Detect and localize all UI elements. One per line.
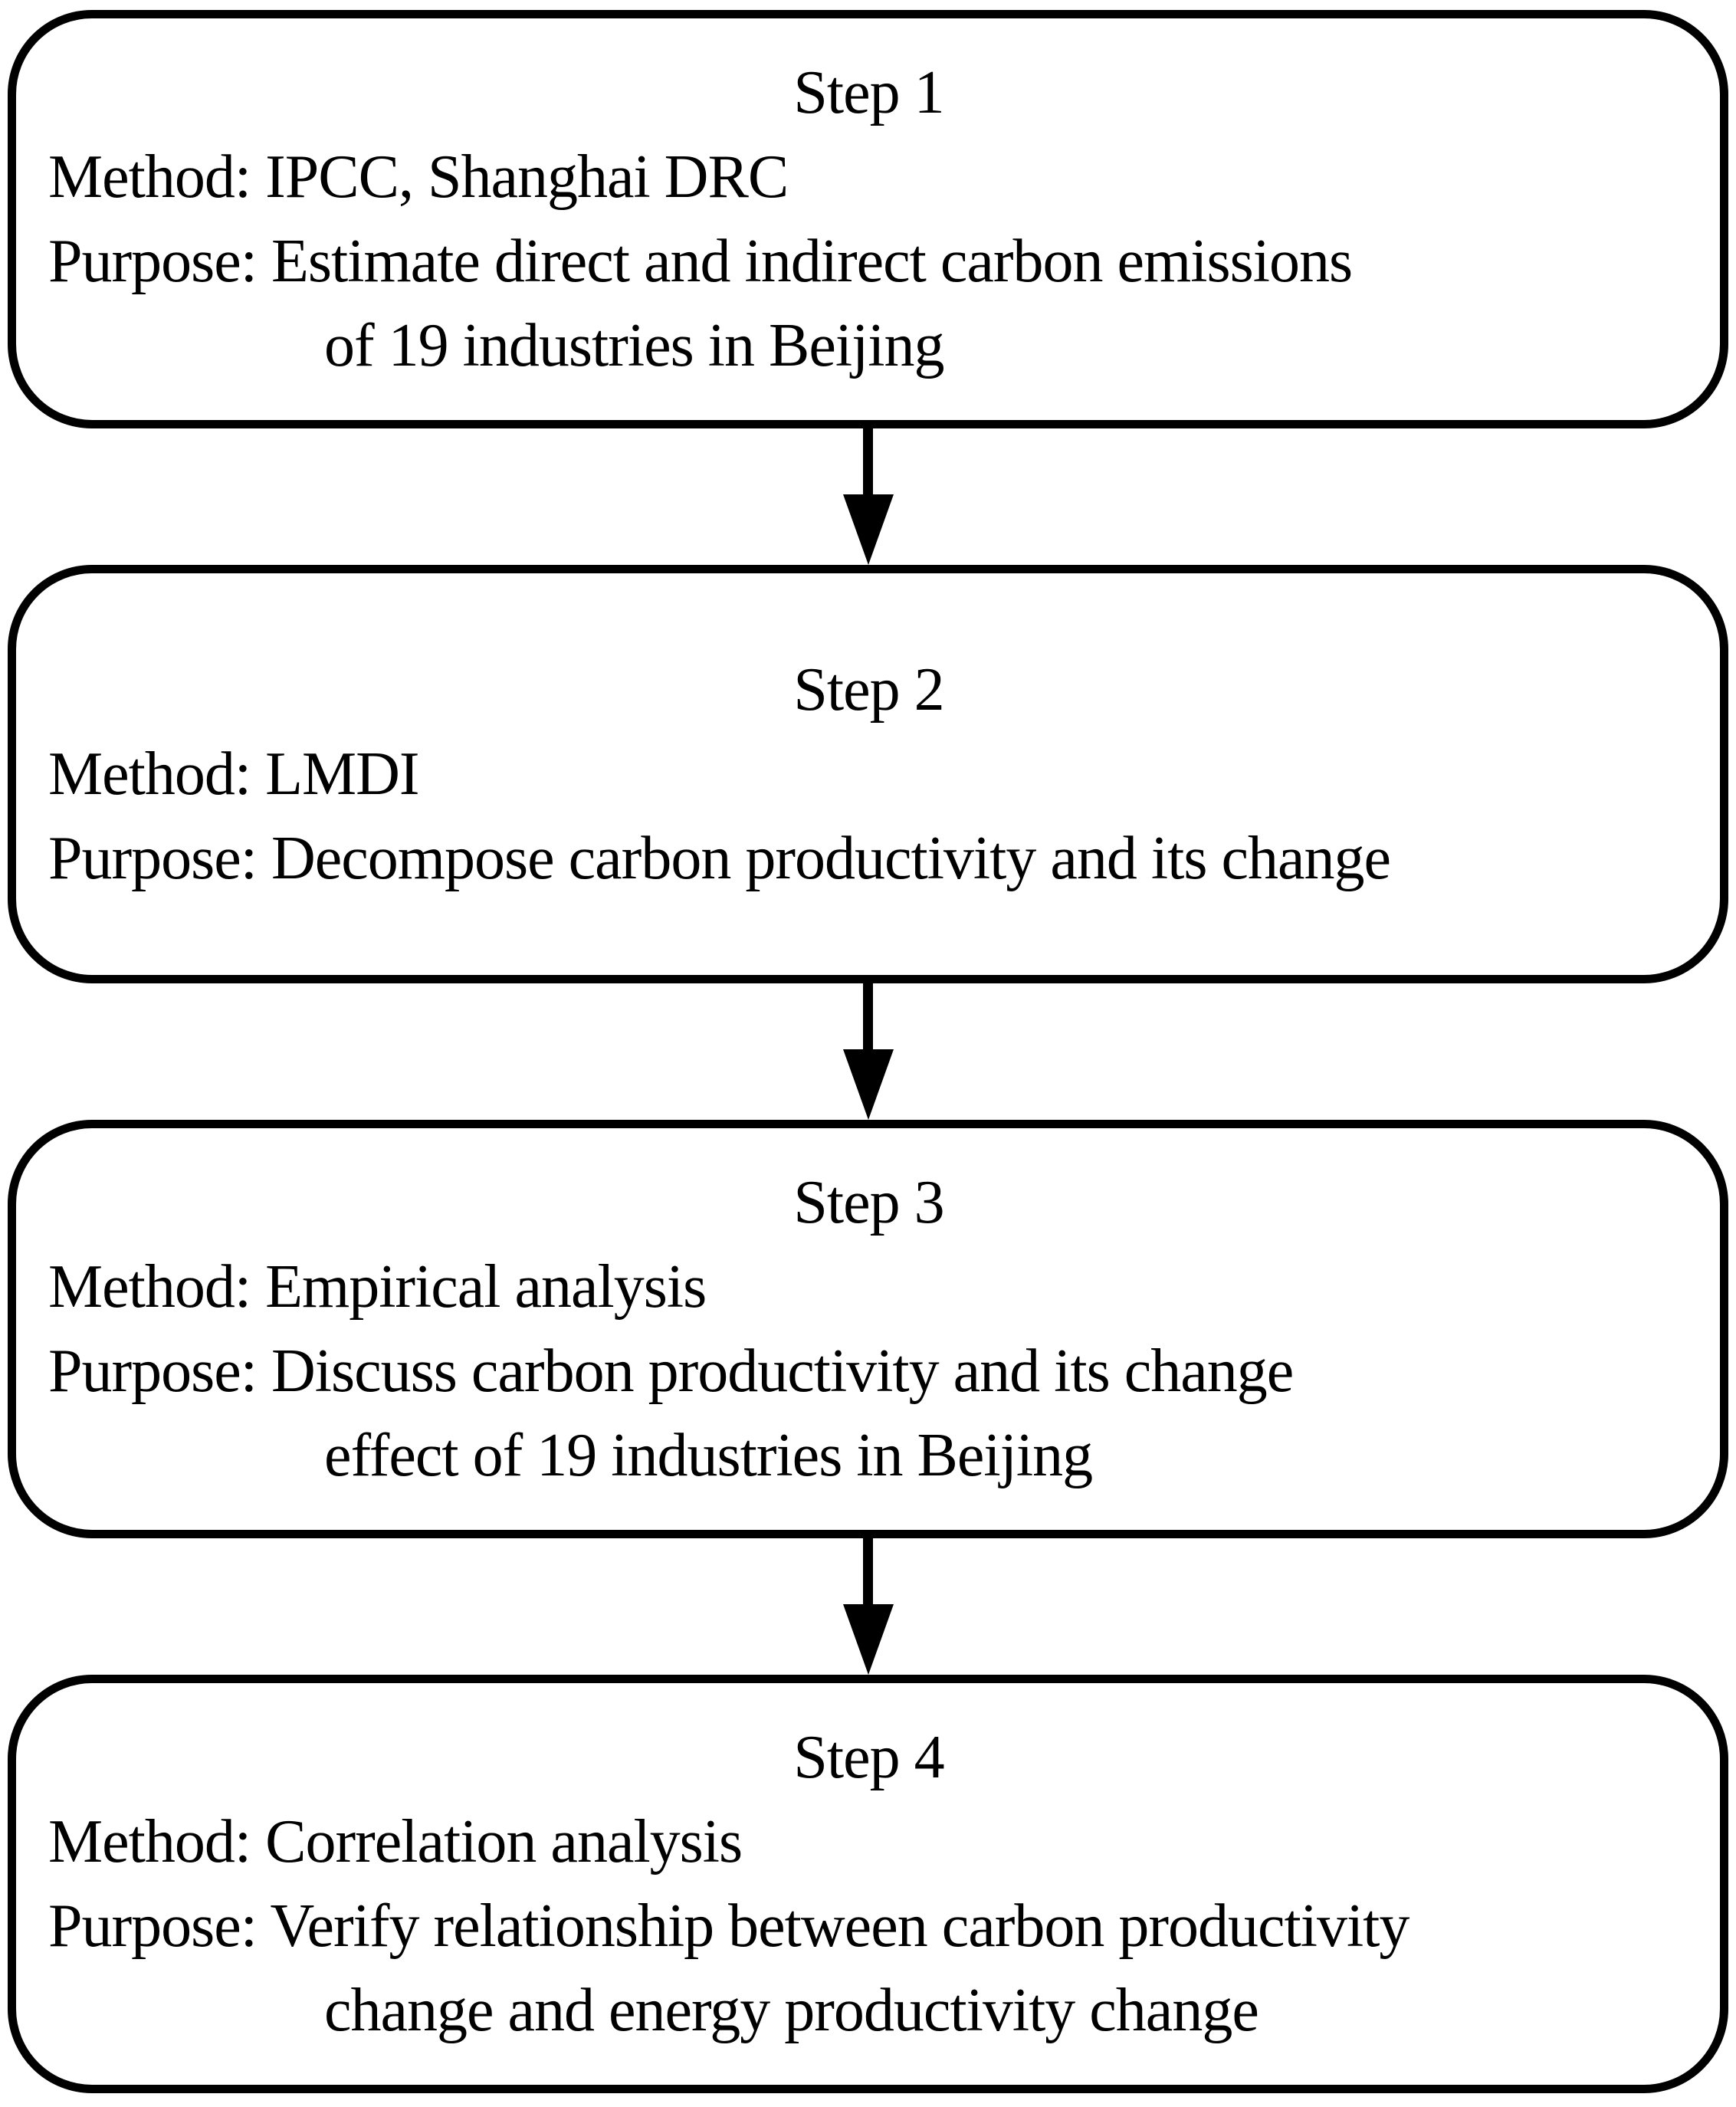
step-1-purpose-continuation: of 19 industries in Beijing: [324, 312, 945, 379]
step-4-purpose-continuation: change and energy productivity change: [324, 1977, 1259, 2044]
step-2-box: Step 2 Method: LMDI Purpose: Decompose c…: [8, 565, 1728, 983]
step-3-purpose-continuation: effect of 19 industries in Beijing: [324, 1422, 1093, 1489]
step-1-box: Step 1 Method: IPCC, Shanghai DRC Purpos…: [8, 10, 1728, 428]
step-2-title: Step 2: [793, 656, 944, 724]
flowchart: Step 1 Method: IPCC, Shanghai DRC Purpos…: [8, 10, 1728, 2095]
step-1-purpose: Purpose: Estimate direct and indirect ca…: [48, 228, 1353, 295]
flow-arrow-1: [8, 428, 1728, 565]
step-2-method: Method: LMDI: [48, 740, 420, 808]
step-3-method: Method: Empirical analysis: [48, 1253, 707, 1321]
flow-arrow-2: [8, 983, 1728, 1120]
step-4-method: Method: Correlation analysis: [48, 1808, 743, 1876]
step-3-purpose: Purpose: Discuss carbon productivity and…: [48, 1337, 1294, 1405]
arrow-down-icon: [842, 1604, 894, 1675]
step-4-box: Step 4 Method: Correlation analysis Purp…: [8, 1675, 1728, 2093]
step-4-purpose: Purpose: Verify relationship between car…: [48, 1892, 1409, 1960]
step-3-title: Step 3: [793, 1169, 944, 1236]
step-2-purpose: Purpose: Decompose carbon productivity a…: [48, 825, 1391, 892]
arrow-shaft: [863, 428, 873, 494]
arrow-shaft: [863, 1538, 873, 1604]
arrow-shaft: [863, 983, 873, 1049]
arrow-down-icon: [842, 494, 894, 565]
step-1-title: Step 1: [793, 59, 944, 126]
arrow-down-icon: [842, 1049, 894, 1120]
flow-arrow-3: [8, 1538, 1728, 1675]
step-4-title: Step 4: [793, 1724, 944, 1791]
step-3-box: Step 3 Method: Empirical analysis Purpos…: [8, 1120, 1728, 1538]
step-1-method: Method: IPCC, Shanghai DRC: [48, 143, 789, 211]
